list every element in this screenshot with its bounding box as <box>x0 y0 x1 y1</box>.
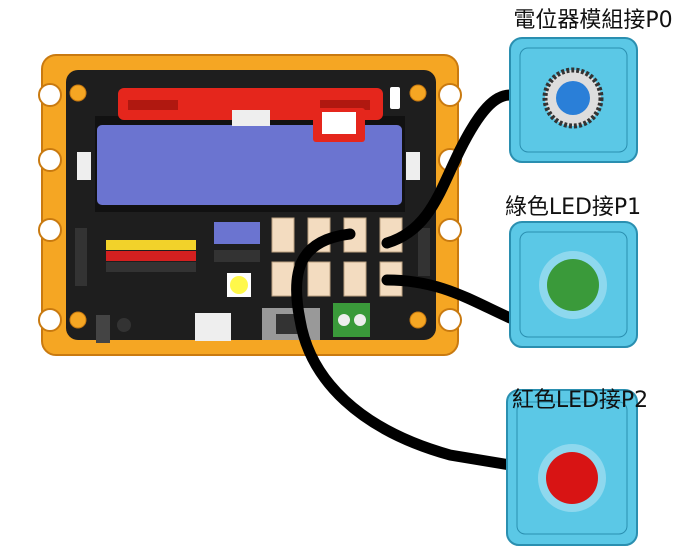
red-led-icon <box>546 452 598 504</box>
cable-p1 <box>381 274 516 324</box>
cables <box>291 89 516 471</box>
red-led-label: 紅色LED接P2 <box>511 388 649 413</box>
green-led-module <box>509 221 638 348</box>
cable-p0 <box>381 89 516 249</box>
cable-p2 <box>291 228 516 471</box>
potentiometer-label: 電位器模組接P0 <box>513 8 673 33</box>
potentiometer-module <box>509 37 638 163</box>
red-led-module <box>506 389 638 546</box>
controller-board <box>38 54 462 356</box>
green-led-icon <box>547 259 599 311</box>
battery <box>97 125 402 205</box>
green-led-label: 綠色LED接P1 <box>504 195 642 220</box>
pin-headers <box>106 240 196 272</box>
